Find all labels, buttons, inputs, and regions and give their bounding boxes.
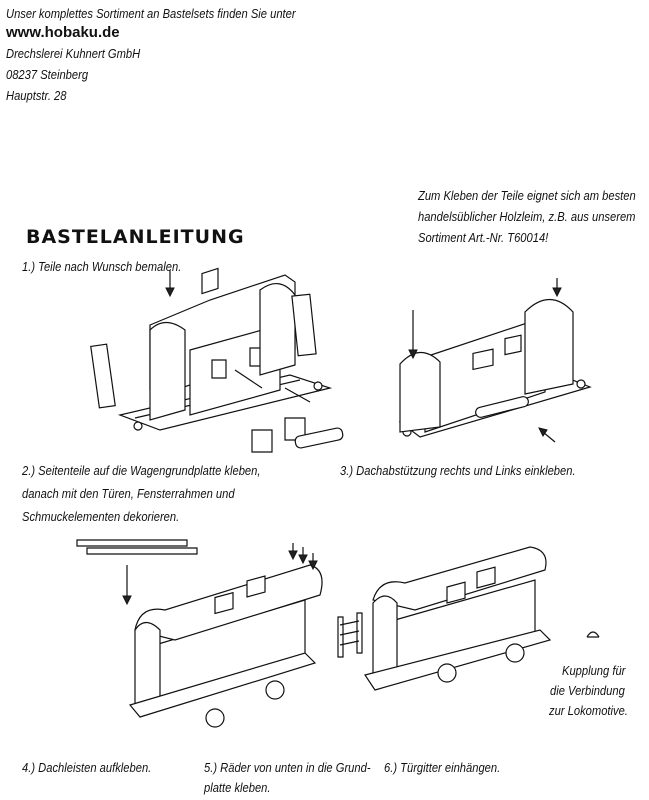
step-1-text: 1.) Teile nach Wunsch bemalen. [22,259,182,274]
door-gate [338,613,362,657]
step-6-text: 6.) Türgitter einhängen. [384,760,501,775]
car-roof [373,547,546,610]
header-company: Drechslerei Kuhnert GmbH [6,46,141,61]
car-base [365,630,550,690]
ornament-part [294,427,343,449]
wheel [266,681,284,699]
coupling-icon [587,632,599,637]
page-title: BASTELANLEITUNG [26,226,245,248]
end-piece-right [260,284,295,375]
step-5-text-line2: platte kleben. [204,780,271,795]
header-website-link[interactable]: www.hobaku.de [6,24,120,41]
step-2-text-line3: Schmuckelementen dekorieren. [22,509,180,524]
roof-slat [77,540,187,546]
wheel [206,709,224,727]
door-panel-right [292,294,316,356]
glue-note-line2: handelsüblicher Holzleim, z.B. aus unser… [418,209,636,224]
wheel [438,664,456,682]
header-intro: Unser komplettes Sortiment an Bastelsets… [6,6,296,21]
coupling-note-line2: die Verbindung [550,683,625,698]
wheel [506,644,524,662]
coupling-note-line3: zur Lokomotive. [549,703,628,718]
illustration-exploded-parts [90,270,360,465]
step-4-text: 4.) Dachleisten aufkleben. [22,760,152,775]
illustration-roof-slats [75,535,330,735]
header-city: 08237 Steinberg [6,67,89,82]
window-frame-part [252,430,272,452]
roof-support-left [400,352,440,432]
door-panel-left [91,344,115,408]
roof-slat [87,548,197,554]
step-3-text: 3.) Dachabstützung rechts und Links eink… [340,463,576,478]
coupling-note-line1: Kupplung für [562,663,626,678]
step-2-text-line1: 2.) Seitenteile auf die Wagengrundplatte… [22,463,261,478]
end-piece-left [150,323,185,421]
glue-note-line3: Sortiment Art.-Nr. T60014! [418,230,549,245]
step-2-text-line2: danach mit den Türen, Fensterrahmen und [22,486,235,501]
roof-support-right [525,300,573,395]
illustration-complete-car [335,535,565,700]
illustration-roof-supports [395,272,595,452]
step-5-text-line1: 5.) Räder von unten in die Grund- [204,760,371,775]
header-street: Hauptstr. 28 [6,88,67,103]
glue-note-line1: Zum Kleben der Teile eignet sich am best… [418,188,636,203]
car-base [130,653,315,717]
